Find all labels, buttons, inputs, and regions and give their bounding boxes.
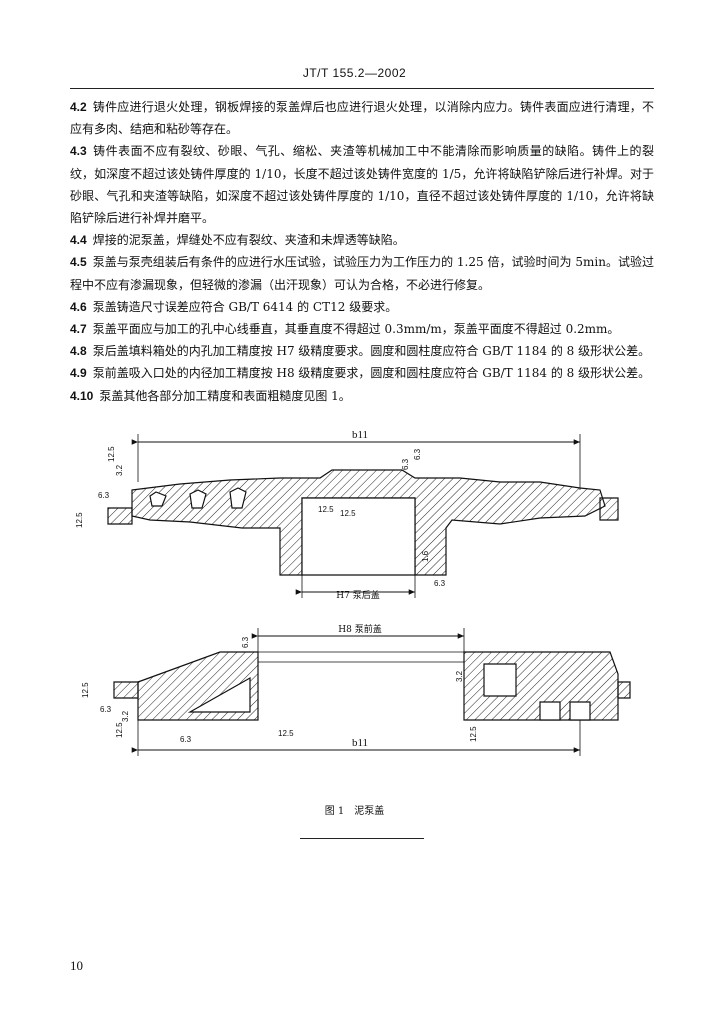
page-number: 10 [70,958,83,973]
roughness-symbol: 12.5 [81,682,90,698]
clause-text: 泵前盖吸入口处的内径加工精度按 H8 级精度要求，圆度和圆柱度应符合 GB/T … [92,366,651,381]
figure-caption: 图 1 泥泵盖 [324,806,385,817]
clause-text: 泵盖平面应与加工的孔中心线垂直，其垂直度不得超过 0.3mm/m，泵盖平面度不得… [92,322,620,337]
top-cover-section [131,469,606,576]
clause-4-4: 4.4 焊接的泥泵盖，焊缝处不应有裂纹、夹渣和未焊透等缺陷。 [70,229,654,251]
clause-number: 4.10 [70,388,94,403]
clause-text: 铸件应进行退火处理，钢板焊接的泵盖焊后也应进行退火处理，以消除内应力。铸件表面应… [70,100,654,137]
roughness-symbol: 12.5 [75,512,84,528]
roughness-symbol: 6.3 [401,458,410,470]
top-view: b11 H7 泵后盖 12.5 3.2 6.3 6.3 6.3 12.5 12.… [75,429,619,601]
roughness-symbol: 3.2 [115,464,124,476]
clause-text: 泵盖与泵壳组装后有条件的应进行水压试验，试验压力为工作压力的 1.25 倍，试验… [70,255,654,292]
clause-4-7: 4.7 泵盖平面应与加工的孔中心线垂直，其垂直度不得超过 0.3mm/m，泵盖平面… [70,318,654,340]
end-rule [300,838,424,839]
roughness-symbol: 3.2 [121,710,130,722]
dimension-label: b11 [352,429,368,441]
clause-text: 焊接的泥泵盖，焊缝处不应有裂纹、夹渣和未焊透等缺陷。 [92,233,405,248]
clause-number: 4.9 [70,366,87,381]
roughness-marks: 12.5 3.2 6.3 6.3 6.3 12.5 12.5 12.5 1.6 … [75,446,446,588]
roughness-symbol: 6.3 [100,705,112,714]
header-rule [70,88,654,89]
clause-number: 4.6 [70,299,87,314]
clause-text: 泵盖铸造尺寸误差应符合 GB/T 6414 的 CT12 级要求。 [92,299,398,314]
roughness-symbol: 1.6 [421,550,430,562]
clause-4-9: 4.9 泵前盖吸入口处的内径加工精度按 H8 级精度要求，圆度和圆柱度应符合 GB… [70,362,654,384]
clause-4-8: 4.8 泵后盖填料箱处的内孔加工精度按 H7 级精度要求。圆度和圆柱度应符合 GB… [70,340,654,362]
pump-cover-drawing: b11 H7 泵后盖 12.5 3.2 6.3 6.3 6.3 12.5 12.… [75,429,631,756]
page-header: JT/T 155.2—2002 [302,66,407,80]
roughness-symbol: 6.3 [434,579,446,588]
clause-text: 泵盖其他各部分加工精度和表面粗糙度见图 1。 [99,388,351,403]
clause-number: 4.2 [70,100,87,114]
roughness-symbol: 6.3 [180,735,192,744]
clause-number: 4.8 [70,344,87,359]
roughness-symbol: 12.5 [340,509,356,518]
roughness-symbol: 12.5 [469,726,478,742]
clause-number: 4.3 [70,144,87,159]
clause-number: 4.7 [70,322,87,337]
roughness-symbol: 12.5 [115,722,124,738]
clause-4-6: 4.6 泵盖铸造尺寸误差应符合 GB/T 6414 的 CT12 级要求。 [70,296,654,318]
clause-4-10: 4.10 泵盖其他各部分加工精度和表面粗糙度见图 1。 [70,385,654,407]
roughness-marks: 6.3 3.2 12.5 6.3 3.2 12.5 6.3 12.5 12.5 [81,636,478,744]
clause-number: 4.5 [70,255,87,270]
roughness-symbol: 3.2 [455,670,464,682]
roughness-symbol: 6.3 [413,448,422,460]
clause-text: 铸件表面不应有裂纹、砂眼、气孔、缩松、夹渣等机械加工中不能清除而影响质量的缺陷。… [70,144,654,226]
roughness-symbol: 12.5 [318,505,334,514]
bottom-view: H8 泵前盖 b11 6.3 3.2 12.5 6.3 3.2 12.5 6.3… [81,623,631,756]
dimension-label: b11 [352,737,368,749]
clause-text: 泵后盖填料箱处的内孔加工精度按 H7 级精度要求。圆度和圆柱度应符合 GB/T … [92,344,651,359]
roughness-symbol: 12.5 [107,446,116,462]
roughness-symbol: 12.5 [278,729,294,738]
roughness-symbol: 6.3 [241,636,250,648]
roughness-symbol: 6.3 [98,491,110,500]
clause-number: 4.4 [70,233,87,248]
h8-label: H8 泵前盖 [338,623,381,635]
h7-label: H7 泵后盖 [336,589,379,601]
